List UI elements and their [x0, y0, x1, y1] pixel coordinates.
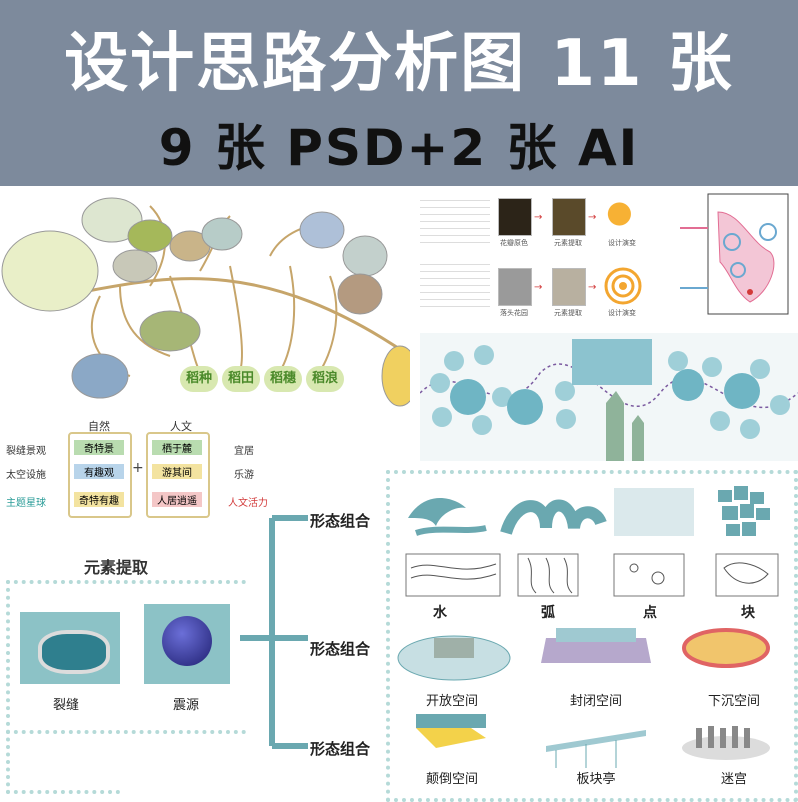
element-caption-2: 震源 — [172, 698, 199, 713]
culture-box — [146, 432, 210, 518]
text-block-1 — [420, 194, 490, 244]
nature-item-2: 有趣观 — [74, 464, 124, 479]
right-label-1: 宜居 — [234, 446, 254, 457]
form-block: 块 — [741, 605, 755, 621]
koi-photo — [498, 198, 532, 236]
pill-1: 稻种 — [180, 366, 218, 392]
space-maze: 迷宫 — [720, 772, 747, 787]
space-inverted: 颠倒空间 — [425, 772, 478, 787]
space-closed: 封闭空间 — [569, 694, 622, 709]
pill-4: 稻浪 — [306, 366, 344, 392]
sub-title: 9 张 PSD+2 张 AI — [158, 119, 640, 177]
mindmap-panel: 稻种 稻田 稻穗 稻浪 — [0, 186, 419, 408]
pill-3: 稻穗 — [264, 366, 302, 392]
form-dot: 点 — [643, 605, 657, 621]
main-title: 设计思路分析图 11 张 — [64, 27, 734, 101]
koi-design — [605, 202, 641, 232]
forms-grid: 水 弧 点 块 开放空间 封闭空间 下沉空间 颠倒空间 板块亭 迷宫 — [396, 478, 788, 796]
left-label-2: 太空设施 — [6, 470, 46, 481]
nature-item-3: 奇特有趣 — [74, 492, 124, 507]
koi-analysis-panel: → → → → 花瓣原色 元素提取 设计演变 落头花园 元素提取 设计演变 — [420, 190, 670, 330]
nature-box — [68, 432, 132, 518]
culture-item-1: 栖于麓 — [152, 440, 202, 455]
head-culture: 人文 — [170, 420, 192, 433]
text-block-2 — [420, 258, 490, 308]
caption-4: 落头花园 — [500, 309, 528, 317]
right-label-3: 人文活力 — [228, 498, 268, 509]
space-sunken: 下沉空间 — [707, 694, 760, 709]
tree-label-3: 形态组合 — [310, 740, 371, 758]
garden-design-rings — [604, 267, 642, 305]
form-water: 水 — [433, 605, 447, 621]
sphere-image — [144, 604, 230, 684]
element-frame-bottom — [6, 730, 120, 794]
left-label-3: 主题星球 — [6, 498, 46, 509]
head-nature: 自然 — [88, 420, 110, 433]
title-banner: 设计思路分析图 11 张 9 张 PSD+2 张 AI — [0, 0, 798, 186]
caption-5: 元素提取 — [554, 309, 582, 317]
koi-extract — [552, 198, 586, 236]
space-plate-pavilion: 板块亭 — [576, 772, 616, 787]
tree-label-2: 形态组合 — [310, 640, 371, 658]
bubble-diagram — [419, 333, 798, 463]
crack-image — [20, 612, 120, 684]
tree-label-1: 形态组合 — [310, 512, 371, 530]
arrow-3: → — [534, 282, 543, 293]
site-plan-diagram — [680, 192, 792, 318]
garden-extract — [552, 268, 586, 306]
right-label-2: 乐游 — [234, 470, 254, 481]
element-extraction-panel: 元素提取 裂缝 震源 — [0, 540, 260, 798]
arrow-1: → — [534, 212, 543, 223]
garden-photo — [498, 268, 532, 306]
element-frame — [6, 580, 246, 734]
caption-1: 花瓣原色 — [500, 239, 528, 247]
nature-item-1: 奇特景 — [74, 440, 124, 455]
left-label-1: 裂缝景观 — [6, 446, 46, 457]
caption-2: 元素提取 — [554, 239, 582, 247]
caption-3: 设计演变 — [608, 239, 636, 247]
element-title: 元素提取 — [84, 558, 149, 577]
nature-culture-diagram: 自然 人文 奇特景 有趣观 奇特有趣 栖于麓 游其间 人居逍遥 + 裂缝景观 太… — [0, 416, 290, 526]
culture-item-2: 游其间 — [152, 464, 202, 479]
culture-item-3: 人居逍遥 — [152, 492, 202, 507]
mindmap-branches — [1, 197, 419, 407]
plus-sign: + — [132, 460, 144, 476]
pill-2: 稻田 — [222, 366, 260, 392]
arrow-4: → — [588, 282, 597, 293]
space-open: 开放空间 — [425, 694, 478, 709]
tree-connector — [240, 515, 308, 749]
caption-6: 设计演变 — [608, 309, 636, 317]
element-caption-1: 裂缝 — [52, 698, 79, 713]
arrow-2: → — [588, 212, 597, 223]
form-arc: 弧 — [541, 605, 555, 621]
